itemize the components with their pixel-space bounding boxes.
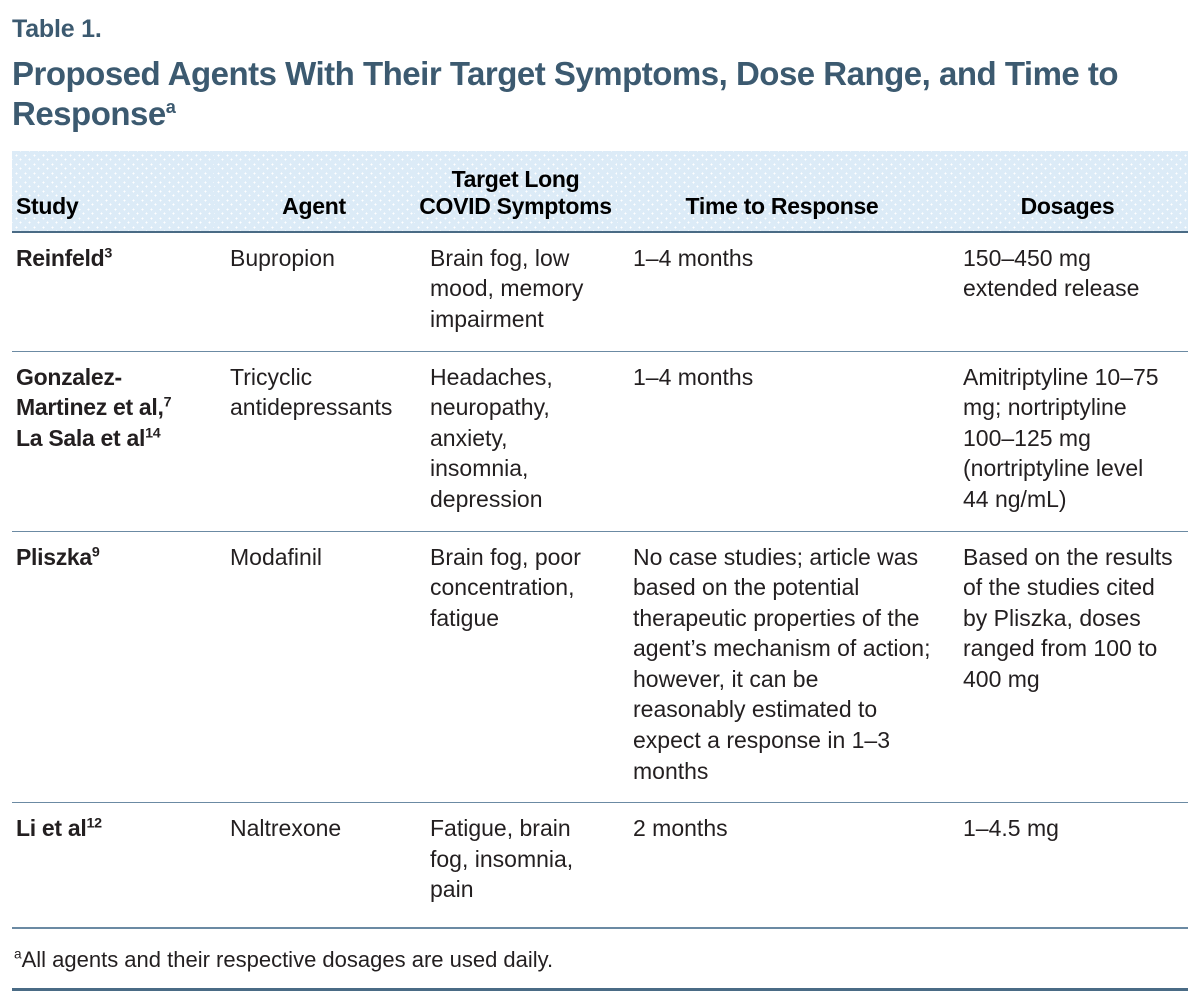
study-name: Li et al [16, 815, 87, 842]
footnote-marker: a [14, 946, 22, 962]
column-header-symptoms-line2: COVID Symptoms [419, 193, 612, 220]
cell-study: Gonzalez-Martinez et al,7 La Sala et al14 [12, 351, 214, 532]
column-header-dosages: Dosages [947, 151, 1188, 233]
study-reference: 9 [91, 543, 100, 560]
cell-dosages: 1–4.5 mg [963, 815, 1059, 842]
cell-study: Reinfeld3 [12, 231, 214, 352]
study-name: Reinfeld [16, 244, 105, 271]
table-body: Reinfeld3 Bupropion Brain fog, low mood,… [12, 231, 1188, 928]
table-row: Reinfeld3 Bupropion Brain fog, low mood,… [12, 231, 1188, 352]
table-footnote: aAll agents and their respective dosages… [12, 929, 1188, 989]
study-reference-secondary: 14 [145, 425, 161, 442]
header-spacer [218, 163, 410, 193]
cell-agent: Tricyclic antidepressants [214, 351, 414, 532]
cell-time-to-response: 1–4 months [617, 231, 947, 352]
table-title: Proposed Agents With Their Target Sympto… [12, 54, 1188, 136]
table-row: Li et al12 Naltrexone Fatigue, brain fog… [12, 803, 1188, 928]
column-header-dosages-label: Dosages [1020, 193, 1115, 220]
column-header-agent: Agent [214, 151, 414, 233]
cell-agent: Naltrexone [230, 815, 342, 842]
header-spacer [951, 163, 1184, 193]
cell-dosages: Amitriptyline 10–75 mg; nortriptyline 10… [947, 351, 1188, 532]
footnote-top-rule [12, 927, 1188, 929]
table-title-text: Proposed Agents With Their Target Sympto… [12, 54, 1119, 133]
cell-study: Li et al12 [12, 803, 214, 928]
table-title-footnote-marker: a [165, 97, 176, 118]
study-reference: 12 [86, 815, 102, 832]
cell-symptoms: Headaches, neuropathy, anxiety, insomnia… [414, 351, 617, 532]
cell-time-to-response: 1–4 months [617, 351, 947, 532]
cell-agent: Modafinil [214, 531, 414, 804]
header-spacer [16, 163, 210, 193]
cell-study: Pliszka9 [12, 531, 214, 804]
table-figure: Table 1. Proposed Agents With Their Targ… [12, 15, 1188, 991]
study-name-secondary: La Sala et al [16, 424, 146, 451]
column-header-time: Time to Response [617, 151, 947, 233]
column-header-study-label: Study [16, 193, 79, 220]
column-header-symptoms-line1: Target Long [451, 165, 580, 192]
table-row: Pliszka9 Modafinil Brain fog, poor conce… [12, 531, 1188, 804]
column-header-time-label: Time to Response [685, 193, 879, 220]
footnote-text: All agents and their respective dosages … [21, 946, 554, 972]
cell-dosages: Based on the results of the studies cite… [947, 531, 1188, 804]
cell-symptoms: Brain fog, poor concentration, fatigue [414, 531, 617, 804]
table-label: Table 1. [12, 15, 102, 43]
study-name: Pliszka [16, 543, 92, 570]
cell-symptoms: Fatigue, brain fog, insomnia, pain [430, 815, 574, 903]
cell-symptoms: Brain fog, low mood, memory impairment [414, 231, 617, 352]
column-header-study: Study [12, 151, 214, 233]
study-name: Gonzalez-Martinez et al, [16, 363, 164, 421]
header-spacer [621, 163, 943, 193]
cell-agent: Bupropion [214, 231, 414, 352]
table-row: Gonzalez-Martinez et al,7 La Sala et al14… [12, 351, 1188, 532]
study-reference: 3 [104, 245, 112, 262]
cell-time-to-response: No case studies; article was based on th… [617, 531, 947, 804]
cell-time-to-response: 2 months [633, 815, 728, 842]
cell-dosages: 150–450 mg extended release [947, 231, 1188, 352]
study-reference: 7 [163, 394, 172, 411]
column-header-agent-label: Agent [282, 193, 346, 220]
